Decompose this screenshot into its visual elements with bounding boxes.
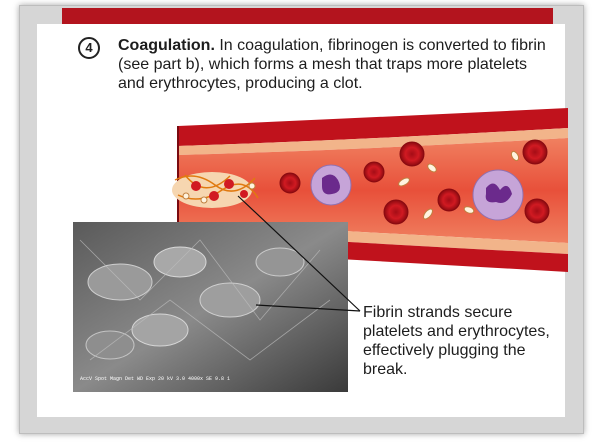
erythrocyte	[438, 189, 460, 211]
erythrocyte	[240, 190, 248, 198]
erythrocyte	[525, 199, 549, 223]
erythrocyte	[191, 181, 201, 191]
erythrocyte	[280, 173, 300, 193]
erythrocyte	[384, 200, 408, 224]
platelet	[249, 183, 255, 189]
sem-micrograph: AccV Spot Magn Det WD Exp 20 kV 3.0 4000…	[73, 222, 348, 392]
sem-erythrocyte	[200, 283, 260, 317]
erythrocyte	[400, 142, 424, 166]
platelet	[183, 193, 189, 199]
sem-erythrocyte	[154, 247, 206, 277]
erythrocyte	[224, 179, 234, 189]
fibrin-callout: Fibrin strands secure platelets and eryt…	[363, 303, 563, 379]
erythrocyte	[209, 191, 219, 201]
erythrocyte	[523, 140, 547, 164]
erythrocyte	[364, 162, 384, 182]
sem-erythrocyte	[132, 314, 188, 346]
micrograph-scale-text: AccV Spot Magn Det WD Exp 20 kV 3.0 4000…	[80, 376, 230, 382]
platelet	[201, 197, 207, 203]
sem-erythrocyte	[88, 264, 152, 300]
